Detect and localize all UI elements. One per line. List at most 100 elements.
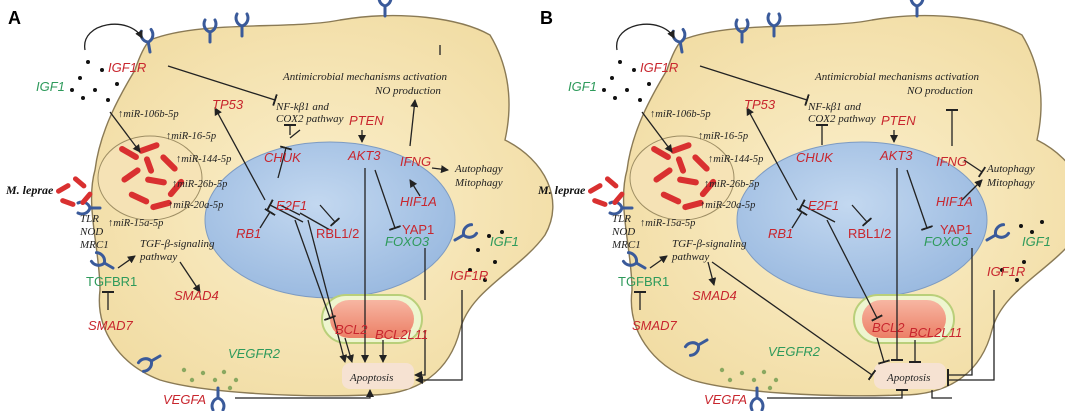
edge <box>961 179 983 201</box>
mirna-label: ↑miR-16-5p <box>698 131 748 142</box>
gene-label: RBL1/2 <box>316 226 359 241</box>
receptor-icon <box>909 0 925 18</box>
panel-letter: B <box>540 8 553 28</box>
gene-label: SMAD7 <box>632 318 678 333</box>
annotation-text: Antimicrobial mechanisms activation <box>814 71 979 83</box>
annotation-text: Antimicrobial mechanisms activation <box>282 71 447 83</box>
mirna-label: ↑miR-106b-5p <box>118 109 179 120</box>
gene-label: RBL1/2 <box>848 226 891 241</box>
pathogen-label: M. leprae <box>537 183 586 197</box>
gene-label: CHUK <box>264 150 302 165</box>
edge <box>266 199 304 223</box>
edge <box>699 65 810 107</box>
autocrine-loop-arrow <box>84 23 143 51</box>
igf1-dots <box>602 60 1044 282</box>
mirna-label: ↑miR-106b-5p <box>650 109 711 120</box>
gene-label: SMAD4 <box>692 288 737 303</box>
extracellular-bacteria-icon <box>55 176 93 207</box>
annotation-text: NF-kβ1 and <box>807 101 861 113</box>
edge <box>299 212 331 231</box>
gene-label: TGFBR1 <box>618 274 669 289</box>
annotation-text: Autophagy <box>986 163 1035 175</box>
gene-label: IFNG <box>936 154 967 169</box>
edge <box>409 99 419 147</box>
gene-label: CHUK <box>796 150 834 165</box>
annotation-text: pathway <box>671 251 709 263</box>
receptor-label: TLR <box>612 213 631 225</box>
mirna-label: ↑miR-20a-5p <box>700 200 755 211</box>
annotation-text: Mitophagy <box>454 177 503 189</box>
edge <box>167 65 278 107</box>
igf1-dots <box>70 60 504 282</box>
edge <box>947 290 995 386</box>
annotation-text: NO production <box>374 85 441 97</box>
annotation-text: COX2 pathway <box>808 113 876 125</box>
gene-label: E2F1 <box>276 198 307 213</box>
edge <box>931 390 952 399</box>
vegfa-dots <box>181 367 239 391</box>
gene-label: IGF1R <box>987 264 1025 279</box>
edge <box>906 169 933 231</box>
edge <box>415 248 426 375</box>
edge <box>344 337 354 363</box>
gene-label: RB1 <box>236 226 261 241</box>
edge <box>279 204 301 216</box>
panel-a: A IGF1R IGF1 TP53 Antimicrobial mechanis… <box>5 0 554 411</box>
gene-label: IGF1R <box>450 268 488 283</box>
bacteria-icon <box>651 142 717 211</box>
vegfa-dots <box>719 367 779 391</box>
gene-label: RB1 <box>768 226 793 241</box>
gene-label: BCL2L11 <box>375 327 428 342</box>
gene-label: BCL2 <box>335 322 368 337</box>
panel-b: B IGF1R IGF1 TP53 Antimicrobial mechanis… <box>537 0 1065 411</box>
gene-label: SMAD4 <box>174 288 219 303</box>
gene-label: IGF1 <box>1022 234 1051 249</box>
edge <box>319 204 341 227</box>
gene-label: YAP1 <box>940 222 972 237</box>
edge <box>409 179 421 197</box>
edge <box>791 207 808 229</box>
gene-label: TGFBR1 <box>86 274 137 289</box>
gene-label: IGF1R <box>640 60 678 75</box>
receptor-label: TLR <box>80 213 99 225</box>
receptor-label: MRC1 <box>611 239 641 251</box>
receptor-label: NOD <box>611 226 635 238</box>
annotation-text: Apoptosis <box>886 372 930 384</box>
annotation-text: NO production <box>906 85 973 97</box>
annotation-text: Apoptosis <box>349 372 393 384</box>
gene-label: BCL2 <box>872 320 905 335</box>
edge <box>826 219 883 322</box>
annotation-text: pathway <box>139 251 177 263</box>
gene-label: TP53 <box>212 97 244 112</box>
mirna-label: ↑miR-20a-5p <box>168 200 223 211</box>
edge <box>711 261 877 381</box>
receptor-label: NOD <box>79 226 103 238</box>
annotation-text: Mitophagy <box>986 177 1035 189</box>
bacteria-icon <box>119 142 185 211</box>
gene-label: TP53 <box>744 97 776 112</box>
mirna-label: ↑miR-15a-5p <box>108 218 163 229</box>
edge <box>707 261 717 286</box>
mirna-label: ↑miR-26b-5p <box>172 179 227 190</box>
gene-label: IGF1 <box>36 79 65 94</box>
gene-label: FOXO3 <box>924 234 969 249</box>
edge <box>214 107 266 201</box>
edge <box>851 204 873 227</box>
gene-label: E2F1 <box>808 198 839 213</box>
annotation-text: TGF-β-signaling <box>672 238 747 250</box>
annotation-text: NF-kβ1 and <box>275 101 329 113</box>
edge <box>415 290 463 384</box>
gene-label: YAP1 <box>402 222 434 237</box>
edge <box>947 248 973 381</box>
mirna-label: ↑miR-16-5p <box>166 131 216 142</box>
edge <box>963 159 987 178</box>
gene-label: VEGFR2 <box>768 344 821 359</box>
edge <box>179 261 201 293</box>
edge <box>641 111 673 153</box>
receptor-label: MRC1 <box>79 239 109 251</box>
gene-label: VEGFA <box>704 392 747 407</box>
gene-label: BCL2L11 <box>909 325 962 340</box>
edge <box>767 389 908 399</box>
gene-label: PTEN <box>881 113 916 128</box>
